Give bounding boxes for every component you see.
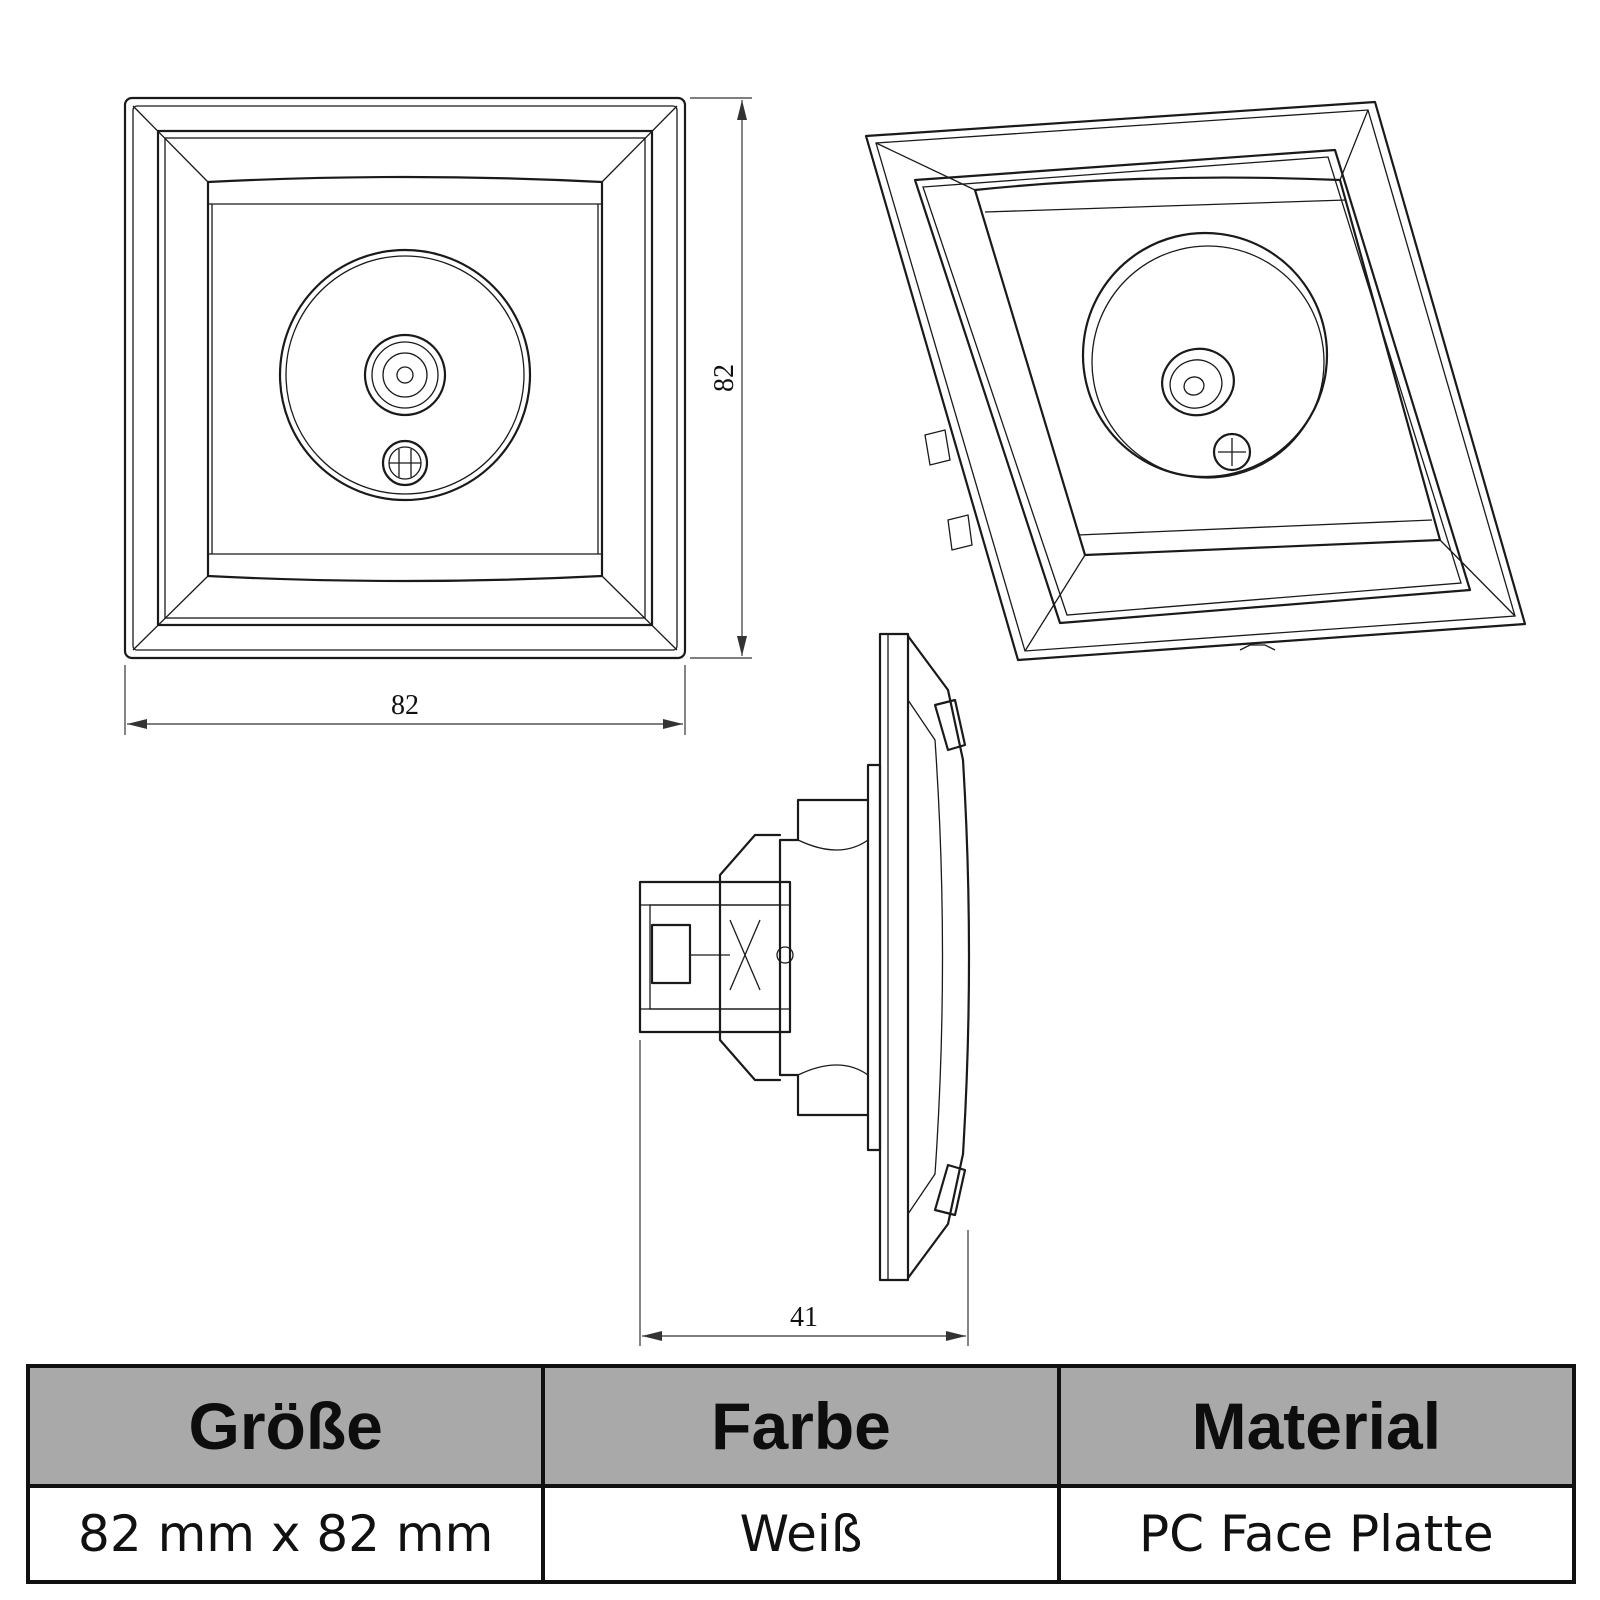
spec-table: Größe Farbe Material 82 mm x 82 mm Weiß …	[25, 1364, 1577, 1584]
spec-header-row: Größe Farbe Material	[25, 1364, 1577, 1488]
header-size: Größe	[25, 1364, 546, 1488]
header-color: Farbe	[541, 1364, 1061, 1488]
value-material: PC Face Platte	[1056, 1484, 1577, 1584]
front-view	[123, 96, 687, 660]
front-height-dimension: 82	[690, 97, 752, 659]
side-depth-label: 41	[790, 1302, 818, 1333]
isometric-view	[864, 100, 1527, 662]
side-depth-dimension: 41	[639, 1040, 969, 1346]
header-material: Material	[1056, 1364, 1577, 1488]
value-size: 82 mm x 82 mm	[25, 1484, 546, 1584]
value-color: Weiß	[541, 1484, 1061, 1584]
front-height-label: 82	[709, 364, 740, 392]
spec-value-row: 82 mm x 82 mm Weiß PC Face Platte	[25, 1484, 1577, 1584]
side-view	[638, 632, 971, 1282]
front-width-dimension: 82	[124, 665, 686, 735]
front-width-label: 82	[391, 690, 419, 721]
